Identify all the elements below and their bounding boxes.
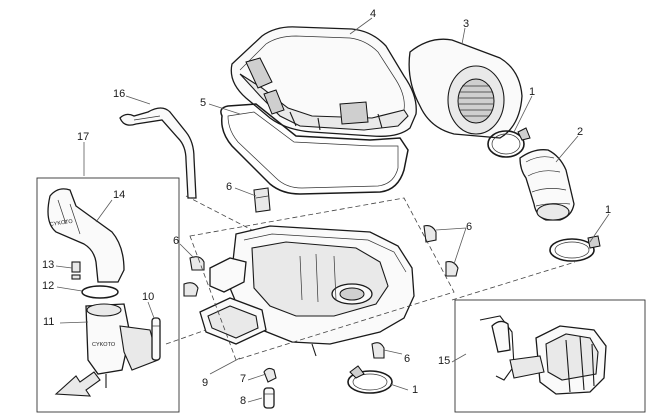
part-16-assembly [479, 315, 607, 395]
embossed-label-a: CYKOTO [49, 219, 73, 228]
callout-9: 9 [202, 377, 208, 389]
callout-7: 7 [240, 373, 246, 385]
callout-1-right: 1 [605, 204, 611, 216]
part-6-clip-c [423, 225, 459, 277]
callout-11: 11 [43, 316, 54, 328]
callout-12: 12 [42, 280, 54, 292]
part-4-airbox-cover [230, 26, 417, 137]
part-13-clip [71, 261, 81, 280]
part-7-small-clip [263, 367, 277, 383]
leader-lines [55, 17, 610, 403]
inset-frame-16 [454, 299, 646, 413]
part-2-hose [519, 149, 575, 221]
assembly-dashed-frame [189, 197, 455, 361]
part-9-airbox-base [199, 225, 415, 357]
part-12-clamp [81, 285, 119, 299]
callout-1-upper: 1 [529, 86, 535, 98]
part-8-drain-plug [263, 387, 275, 409]
direction-arrow-icon [54, 371, 101, 397]
embossed-label-b: CYKOTO [92, 342, 116, 348]
callout-16: 15 [438, 355, 450, 367]
part-11-throttle-adapter: CYKOTO [85, 303, 159, 388]
callout-5: 5 [200, 97, 206, 109]
callout-6-top: 6 [226, 181, 232, 193]
dashed-link-15 [185, 195, 253, 231]
callout-6-left: 6 [173, 235, 179, 247]
callout-13: 13 [42, 259, 54, 271]
callout-4: 4 [370, 8, 376, 20]
callout-14: 14 [113, 189, 125, 201]
dashed-link-17 [165, 329, 207, 345]
part-15-breather-pipe [119, 107, 197, 199]
part-1-clamp-right [549, 235, 601, 262]
callout-6-right: 6 [466, 221, 472, 233]
part-10-pipe [151, 317, 161, 361]
callout-labels: 4 3 1 2 1 5 16 6 6 6 6 1 7 8 9 10 11 12 … [42, 8, 611, 407]
part-14-intake-duct: CYKOTO [47, 188, 125, 283]
part-6-clip-b [183, 256, 205, 297]
callout-10: 10 [142, 291, 154, 303]
part-6-clip-d [371, 342, 385, 359]
callout-15: 16 [113, 88, 125, 100]
inset-frame-17 [36, 177, 180, 413]
callout-1-lower: 1 [412, 384, 418, 396]
callout-3: 3 [463, 18, 469, 30]
callout-17: 17 [77, 131, 89, 143]
part-1-clamp-upper [487, 127, 531, 158]
part-5-gasket [220, 103, 409, 195]
callout-8: 8 [240, 395, 246, 407]
callout-2: 2 [577, 126, 583, 138]
dashed-link-16 [451, 261, 576, 301]
part-6-clip-a [253, 187, 271, 213]
part-3-air-filter [408, 38, 523, 139]
callout-6-bottom: 6 [404, 353, 410, 365]
part-1-clamp-lower [347, 365, 393, 394]
